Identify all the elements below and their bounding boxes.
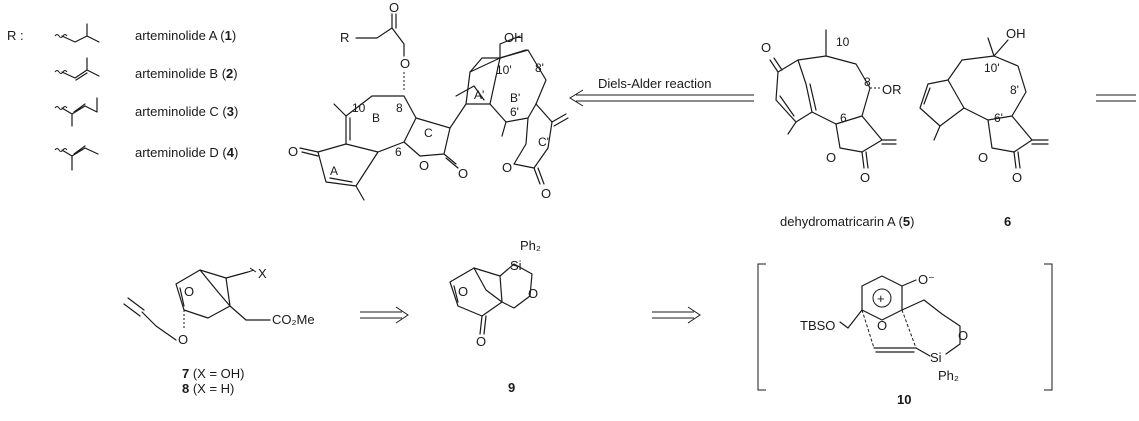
atom-o-ether-7: O (178, 332, 188, 347)
compound-10-structure: + O⁻ O TBSO Si Ph₂ O (757, 263, 1053, 391)
atom-o-lactone-c: O (419, 158, 429, 173)
position-6-5: 6 (840, 111, 847, 125)
compound-9-structure: O Si Ph₂ O O (449, 238, 541, 349)
atom-plus-10: + (877, 291, 885, 306)
atom-o-exo-cp: O (541, 186, 551, 201)
ring-label-c: C (424, 126, 433, 140)
atom-ph2-9: Ph₂ (520, 238, 541, 253)
position-10: 10 (352, 101, 366, 115)
compound-8-label: 8 (X = H) (182, 381, 234, 396)
position-8-prime: 8' (535, 61, 544, 75)
atom-r: R (340, 30, 349, 45)
atom-o-bridge-7: O (184, 284, 194, 299)
atom-o-exo-5: O (860, 170, 870, 185)
position-6-prime: 6' (510, 105, 519, 119)
compound-6-label: 6 (1004, 214, 1011, 229)
atom-o-bridge-10: O (877, 318, 887, 333)
atom-ester-7: CO₂Me (272, 312, 315, 327)
ring-label-a: A (330, 164, 338, 178)
atom-tbso-10: TBSO (800, 318, 835, 333)
arteminolide-a-label: arteminolide A (1) (135, 28, 236, 43)
dehydromatricarin-structure: O OR O O 10 8 6 (761, 29, 902, 185)
arteminolide-structure: R O O O O O OH O O (288, 0, 569, 201)
arteminolide-d-label: arteminolide D (4) (135, 145, 238, 160)
retro-arrow-7-to-9 (360, 306, 409, 324)
atom-si-9: Si (510, 258, 522, 273)
atom-x-7: X (258, 266, 267, 281)
atom-o-lactone-cp: O (502, 160, 512, 175)
position-8: 8 (396, 101, 403, 115)
ring-label-c-prime: C' (538, 135, 549, 149)
compound-9-label: 9 (508, 380, 515, 395)
ring-label-b-prime: B' (510, 91, 520, 105)
atom-o-carbonyl: O (389, 0, 399, 15)
position-6-prime-6: 6' (994, 111, 1003, 125)
compound-7-label: 7 (X = OH) (182, 366, 245, 381)
retro-arrow-diels-alder: Diels-Alder reaction (569, 76, 754, 107)
atom-o-ring-9: O (528, 286, 538, 301)
atom-si-10: Si (930, 350, 942, 365)
r-structure-d (54, 145, 99, 171)
atom-o-ring-5: O (826, 150, 836, 165)
atom-o-exo-6: O (1012, 170, 1022, 185)
position-8-5: 8 (864, 75, 871, 89)
atom-o-ring-6: O (978, 150, 988, 165)
atom-o-ester: O (400, 56, 410, 71)
position-6: 6 (395, 145, 402, 159)
arteminolide-c-label: arteminolide C (3) (135, 104, 238, 119)
atom-o-exo-c: O (458, 166, 468, 181)
compound-5-label: dehydromatricarin A (5) (780, 214, 914, 229)
ring-label-b: B (372, 111, 380, 125)
atom-o-bridge-9: O (458, 284, 468, 299)
compound-6-structure: OH O O 10' 8' 6' (919, 26, 1049, 185)
position-10-prime: 10' (496, 63, 512, 77)
ring-label-a-prime: A' (474, 88, 484, 102)
r-prefix: R : (7, 28, 24, 43)
atom-o-ketone-5: O (761, 40, 771, 55)
atom-oh: OH (504, 30, 524, 45)
position-10-prime-6: 10' (984, 61, 1000, 75)
atom-o-minus-10: O⁻ (918, 272, 935, 287)
atom-o-ring-10: O (958, 328, 968, 343)
r-structure-b (54, 57, 100, 81)
r-group-legend: R : arteminolide A (1) arteminolide B (2… (7, 23, 238, 171)
r-structure-c (54, 97, 98, 127)
position-10-5: 10 (836, 35, 850, 49)
r-structure-isobutyl (54, 23, 100, 43)
position-8-prime-6: 8' (1010, 83, 1019, 97)
atom-oh-6: OH (1006, 26, 1026, 41)
reaction-label: Diels-Alder reaction (598, 76, 711, 91)
atom-o-ketone-9: O (476, 334, 486, 349)
compound-10-label: 10 (897, 392, 911, 407)
retro-arrow-9-to-10 (652, 306, 701, 324)
atom-o-ketone: O (288, 144, 298, 159)
compound-7-8-structure: O X CO₂Me O (123, 266, 315, 347)
atom-or-5: OR (882, 82, 902, 97)
retro-arrow-right (1096, 94, 1136, 102)
atom-ph2-10: Ph₂ (938, 368, 959, 383)
arteminolide-b-label: arteminolide B (2) (135, 66, 238, 81)
